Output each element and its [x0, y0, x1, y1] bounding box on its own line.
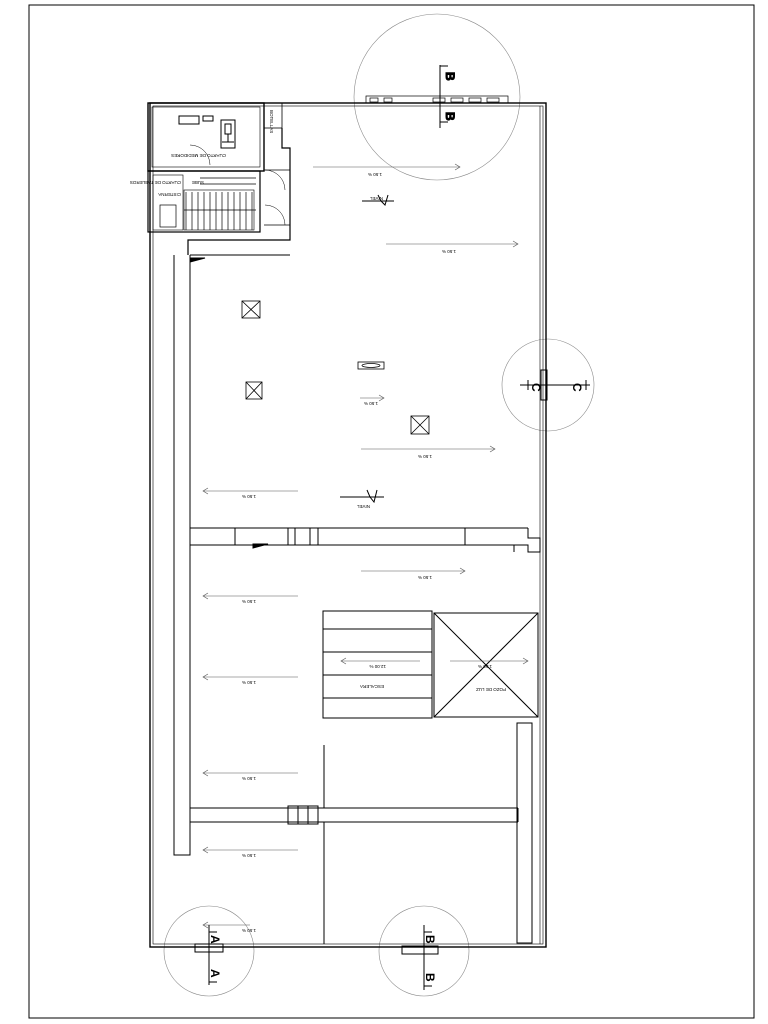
section-b-top-label-1: B — [443, 72, 457, 81]
level-markers — [340, 194, 394, 504]
service-stairs — [159, 177, 256, 230]
slope-label: 1.50 % — [442, 249, 456, 254]
elec-room-label: CUARTO DE MEDIDORES — [171, 153, 226, 158]
slope-label: 1.50 % — [242, 853, 256, 858]
level-label-2: NIVEL — [356, 504, 370, 509]
slope-label: 12.00 % — [369, 664, 386, 669]
slope-label: 1.50 % — [418, 575, 432, 580]
slope-label: 1.50 % — [242, 494, 256, 499]
section-c-label-1: C — [529, 383, 543, 392]
slope-label: 1.50 % — [478, 664, 492, 669]
section-b-bottom-label-1: B — [423, 935, 437, 944]
service-block — [147, 102, 291, 255]
section-circle-b-bottom — [378, 905, 470, 997]
section-a-label-2: A — [208, 969, 222, 978]
level-label-1: NIVEL — [369, 196, 383, 201]
columns — [241, 300, 430, 435]
light-well-label: POZO DE LUZ — [476, 687, 506, 692]
lower-band — [190, 722, 533, 944]
section-marker-b-bottom: B B — [401, 925, 439, 990]
section-marker-c: C C — [520, 369, 590, 401]
building-inner-outline — [152, 105, 544, 945]
section-marker-a: A A — [194, 925, 224, 985]
slope-label: 1.50 % — [242, 680, 256, 685]
slope-labels: 1.50 % 1.50 % 1.50 % 1.50 % 1.50 % 1.50 … — [242, 172, 492, 933]
middle-band — [190, 527, 541, 553]
room-small-3: CISTERNA — [158, 192, 181, 197]
slope-label: 1.50 % — [368, 172, 382, 177]
slope-label: 1.50 % — [364, 401, 378, 406]
slope-label: 1.50 % — [242, 776, 256, 781]
top-windows — [365, 95, 509, 104]
section-circle-b-top — [353, 13, 521, 181]
small-box-label: BOTELLAS — [269, 110, 274, 133]
ramp-walls — [173, 254, 290, 856]
building-outline — [149, 102, 547, 948]
slope-label: 1.50 % — [242, 599, 256, 604]
section-c-label-2: C — [570, 383, 584, 392]
slope-arrows — [202, 163, 529, 929]
section-marker-b-top: B B — [439, 65, 458, 128]
section-b-bottom-label-2: B — [423, 973, 437, 982]
section-circle-c — [501, 338, 595, 432]
main-stairs — [322, 610, 433, 719]
stair-note: SUBE — [192, 180, 204, 185]
room-small-2: CUARTO DE TABLEROS — [130, 180, 181, 185]
sheet-border — [28, 4, 755, 1019]
stairs-label: ESCALERA — [360, 684, 384, 689]
slope-label: 1.50 % — [242, 928, 256, 933]
section-a-label-1: A — [208, 935, 222, 944]
section-circle-a — [163, 905, 255, 997]
section-b-top-label-2: B — [443, 112, 457, 121]
slope-label: 1.50 % — [418, 454, 432, 459]
light-well — [433, 612, 539, 718]
